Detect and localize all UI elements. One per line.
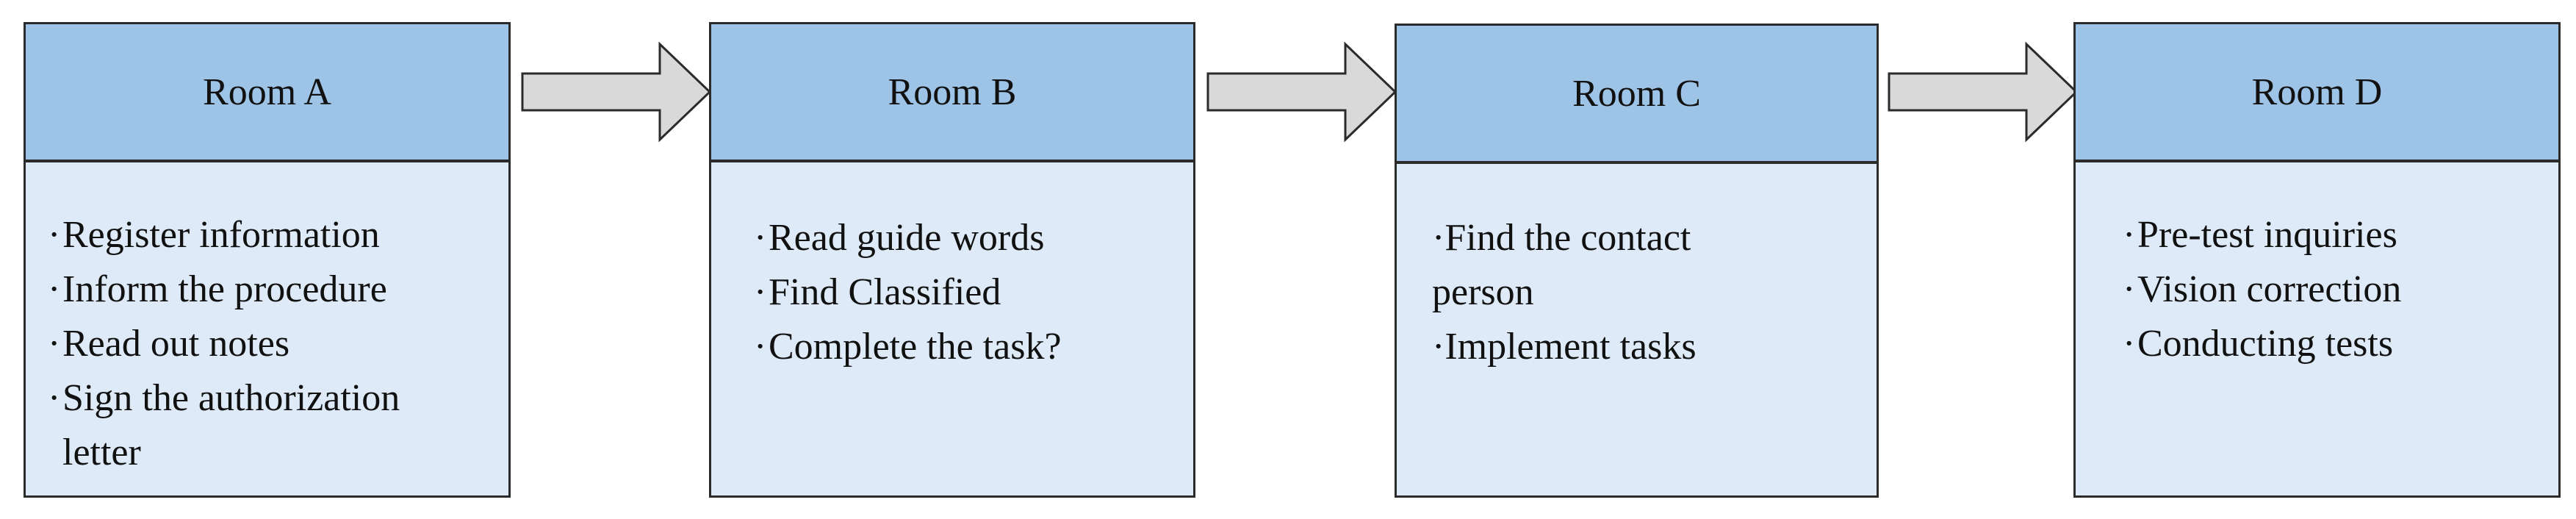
room-a-body: ·Register information ·Inform the proced… <box>26 162 508 495</box>
list-item: ·Pre-test inquiries <box>2123 214 2397 256</box>
room-d-title: Room D <box>2076 24 2558 162</box>
arrow-right-icon <box>1888 41 2079 143</box>
room-b-task-list: ·Read guide words ·Find Classified ·Comp… <box>754 211 1193 374</box>
arrow-right-icon <box>521 41 712 143</box>
room-d-box: Room D ·Pre-test inquiries ·Vision corre… <box>2073 22 2561 498</box>
room-d-body: ·Pre-test inquiries ·Vision correction ·… <box>2076 162 2558 495</box>
list-item: ·Conducting tests <box>2123 323 2394 365</box>
room-c-box: Room C ·Find the contact person ·Impleme… <box>1395 24 1879 498</box>
room-a-title: Room A <box>26 24 508 162</box>
room-a-box: Room A ·Register information ·Inform the… <box>24 22 511 498</box>
list-item: ·Vision correction <box>2123 268 2402 310</box>
list-item: ·Inform the procedure <box>48 268 387 310</box>
list-item: ·Register information <box>48 214 380 256</box>
list-item: ·Implement tasks <box>1432 326 1697 368</box>
room-b-title: Room B <box>711 24 1193 162</box>
list-item: ·Sign the authorization letter <box>48 377 400 473</box>
room-b-body: ·Read guide words ·Find Classified ·Comp… <box>711 162 1193 495</box>
list-item: ·Read guide words <box>754 217 1045 259</box>
list-item: ·Read out notes <box>48 323 290 365</box>
room-d-task-list: ·Pre-test inquiries ·Vision correction ·… <box>2123 208 2558 371</box>
list-item: ·Find Classified <box>754 271 1001 313</box>
room-c-body: ·Find the contact person ·Implement task… <box>1397 164 1877 495</box>
list-item: ·Find the contact person <box>1432 217 1691 313</box>
room-c-title: Room C <box>1397 26 1877 164</box>
room-a-task-list: ·Register information ·Inform the proced… <box>48 208 494 480</box>
list-item: ·Complete the task? <box>754 326 1062 368</box>
room-b-box: Room B ·Read guide words ·Find Classifie… <box>709 22 1195 498</box>
arrow-right-icon <box>1206 41 1397 143</box>
room-c-task-list: ·Find the contact person ·Implement task… <box>1432 211 1777 374</box>
